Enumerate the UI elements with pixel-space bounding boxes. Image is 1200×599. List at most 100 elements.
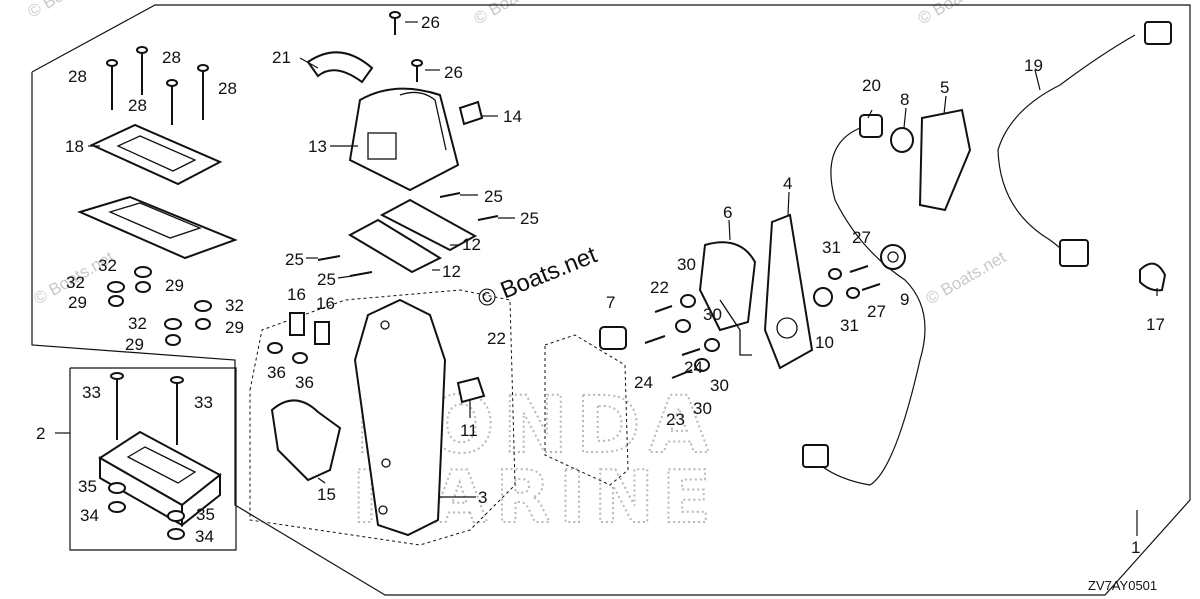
callout-5: 5 <box>940 78 949 97</box>
assembly-outline <box>31 4 1191 596</box>
control-assembly-outline <box>249 289 516 546</box>
watermark-3: © Boats.net <box>915 0 1002 28</box>
callout-16a: 16 <box>287 285 306 304</box>
harness-20 <box>802 127 926 486</box>
nuts-30 <box>675 294 720 372</box>
callout-28d: 28 <box>218 79 237 98</box>
cover-13 <box>348 87 460 192</box>
callout-29c: 29 <box>225 318 244 337</box>
callout-12b: 12 <box>442 262 461 281</box>
brand-watermark: © Boats.net <box>474 241 601 313</box>
callout-9: 9 <box>900 290 909 309</box>
callout-15: 15 <box>317 485 336 504</box>
washer-10 <box>813 287 833 307</box>
bolts-25 <box>317 192 499 277</box>
clip-14 <box>458 100 484 126</box>
callout-25a: 25 <box>484 187 503 206</box>
callout-8: 8 <box>900 90 909 109</box>
switch-20 <box>859 114 883 138</box>
handle-5 <box>918 108 972 212</box>
watermark-5: © Boats.net <box>923 247 1010 308</box>
callout-25c: 25 <box>285 250 304 269</box>
callout-28b: 28 <box>162 48 181 67</box>
control-plate-3 <box>353 298 447 537</box>
subassembly-outline <box>69 367 237 551</box>
washers-nuts-left <box>107 266 212 346</box>
callout-1: 1 <box>1131 538 1140 557</box>
callout-30b: 30 <box>703 305 722 324</box>
screws-26 <box>389 11 423 82</box>
callout-34b: 34 <box>195 527 214 546</box>
cap-21 <box>306 51 374 84</box>
screws-22-24-23 <box>644 305 701 379</box>
callout-3: 3 <box>478 488 487 507</box>
mount-plate-18 <box>89 123 223 186</box>
callout-22a: 22 <box>650 278 669 297</box>
callout-31b: 31 <box>840 316 859 335</box>
callout-21: 21 <box>272 48 291 67</box>
callout-labels: 1 2 3 4 5 6 7 8 9 10 11 12 12 13 14 15 1… <box>36 13 1165 557</box>
callout-26b: 26 <box>444 63 463 82</box>
callout-36b: 36 <box>295 373 314 392</box>
callout-12a: 12 <box>462 235 481 254</box>
callout-36a: 36 <box>267 363 286 382</box>
leader-lines <box>55 21 1158 536</box>
lever-4 <box>763 213 814 370</box>
callout-20: 20 <box>862 76 881 95</box>
callout-18: 18 <box>65 137 84 156</box>
callout-28c: 28 <box>128 96 147 115</box>
callout-29b: 29 <box>68 293 87 312</box>
bracket-12-lower <box>347 218 443 274</box>
grommets-36 <box>267 342 308 364</box>
callout-23: 23 <box>666 410 685 429</box>
bolts-33 <box>110 372 184 445</box>
callout-27a: 27 <box>852 228 871 247</box>
callout-35a: 35 <box>78 477 97 496</box>
callout-29a: 29 <box>165 276 184 295</box>
callout-34a: 34 <box>80 506 99 525</box>
diagram-code: ZV7AY0501 <box>1088 578 1157 593</box>
cover-6 <box>698 241 757 356</box>
callout-6: 6 <box>723 203 732 222</box>
bushing-9 <box>880 244 906 270</box>
cable-19 <box>997 21 1172 267</box>
callout-7: 7 <box>606 293 615 312</box>
spacer-block <box>98 430 222 528</box>
callout-24a: 24 <box>634 373 653 392</box>
callout-10: 10 <box>815 333 834 352</box>
callout-30a: 30 <box>677 255 696 274</box>
callout-22b: 22 <box>487 329 506 348</box>
clip-11 <box>456 376 486 404</box>
callout-17: 17 <box>1146 315 1165 334</box>
callout-2: 2 <box>36 424 45 443</box>
callout-4: 4 <box>783 174 792 193</box>
callout-32b: 32 <box>66 273 85 292</box>
callout-16b: 16 <box>316 294 335 313</box>
gasket-15 <box>270 399 342 482</box>
callout-30c: 30 <box>710 376 729 395</box>
callout-33b: 33 <box>194 393 213 412</box>
callout-25b: 25 <box>520 209 539 228</box>
callout-13: 13 <box>308 137 327 156</box>
panel-gasket <box>544 334 629 486</box>
bracket-12-upper <box>379 198 478 252</box>
callout-32d: 32 <box>128 314 147 333</box>
callout-19: 19 <box>1024 56 1043 75</box>
callout-30d: 30 <box>693 399 712 418</box>
callout-27b: 27 <box>867 302 886 321</box>
callout-25d: 25 <box>317 270 336 289</box>
callout-32a: 32 <box>98 256 117 275</box>
callout-24b: 24 <box>684 358 703 377</box>
callout-31a: 31 <box>822 238 841 257</box>
watermark-1: © Boats.net <box>25 0 112 21</box>
callout-14: 14 <box>503 107 522 126</box>
gasket-plate <box>77 195 238 260</box>
callout-26a: 26 <box>421 13 440 32</box>
callout-29d: 29 <box>125 335 144 354</box>
bolts-27-nuts-31 <box>828 265 881 299</box>
watermark-2: © Boats.net <box>471 0 558 28</box>
washers-nuts-33 <box>108 482 185 540</box>
callout-33a: 33 <box>82 383 101 402</box>
callout-28a: 28 <box>68 67 87 86</box>
